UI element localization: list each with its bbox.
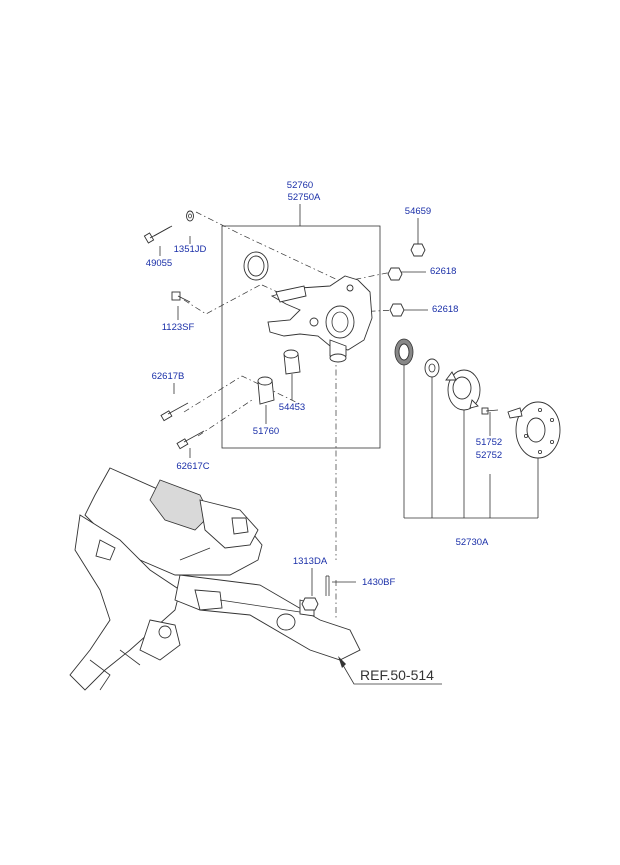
label-1430bf[interactable]: 1430BF [362, 577, 396, 588]
washer-1351jd [186, 210, 194, 222]
knuckle-assembly-box [221, 225, 381, 449]
bolt-62617b [160, 402, 189, 422]
hub-flange-52752 [507, 401, 561, 459]
ref-arrow [338, 656, 442, 685]
dust-cover-52750a [243, 251, 269, 281]
washer-ring [424, 358, 440, 378]
label-52752[interactable]: 52752 [475, 450, 503, 461]
label-52750a[interactable]: 52750A [287, 192, 321, 203]
nut-1313da [301, 597, 319, 611]
nut-62618-upper [387, 267, 403, 281]
cotter-pin-1430bf [325, 575, 356, 596]
bushing-51760 [257, 376, 275, 405]
label-52730a[interactable]: 52730A [455, 537, 489, 548]
label-51760[interactable]: 51760 [252, 426, 280, 437]
label-62617b[interactable]: 62617B [151, 371, 185, 382]
nut-62618-lower [389, 303, 405, 317]
reference-label[interactable]: REF.50-514 [360, 667, 434, 683]
label-1313da[interactable]: 1313DA [292, 556, 328, 567]
label-49055[interactable]: 49055 [145, 258, 173, 269]
knuckle-52760 [267, 275, 373, 363]
label-52760[interactable]: 52760 [286, 180, 314, 191]
seal [394, 338, 414, 366]
label-1351jd[interactable]: 1351JD [173, 244, 207, 255]
label-62618-upper[interactable]: 62618 [430, 266, 457, 277]
bolt-62617c [176, 430, 205, 450]
label-51752[interactable]: 51752 [475, 437, 503, 448]
guide-lines [183, 211, 397, 620]
bolt-1123sf [171, 291, 191, 303]
nut-54659 [410, 243, 426, 257]
hub-bolt-51752 [481, 407, 499, 415]
leader-lines [159, 204, 539, 596]
label-54659[interactable]: 54659 [404, 206, 432, 217]
hub-bearing [445, 369, 481, 411]
label-62618-lower[interactable]: 62618 [432, 304, 459, 315]
subframe [69, 467, 361, 691]
bushing-54453 [283, 349, 301, 375]
bolt-49055 [143, 225, 173, 244]
label-54453[interactable]: 54453 [278, 402, 306, 413]
label-1123sf[interactable]: 1123SF [161, 322, 195, 333]
label-62617c[interactable]: 62617C [176, 461, 210, 472]
